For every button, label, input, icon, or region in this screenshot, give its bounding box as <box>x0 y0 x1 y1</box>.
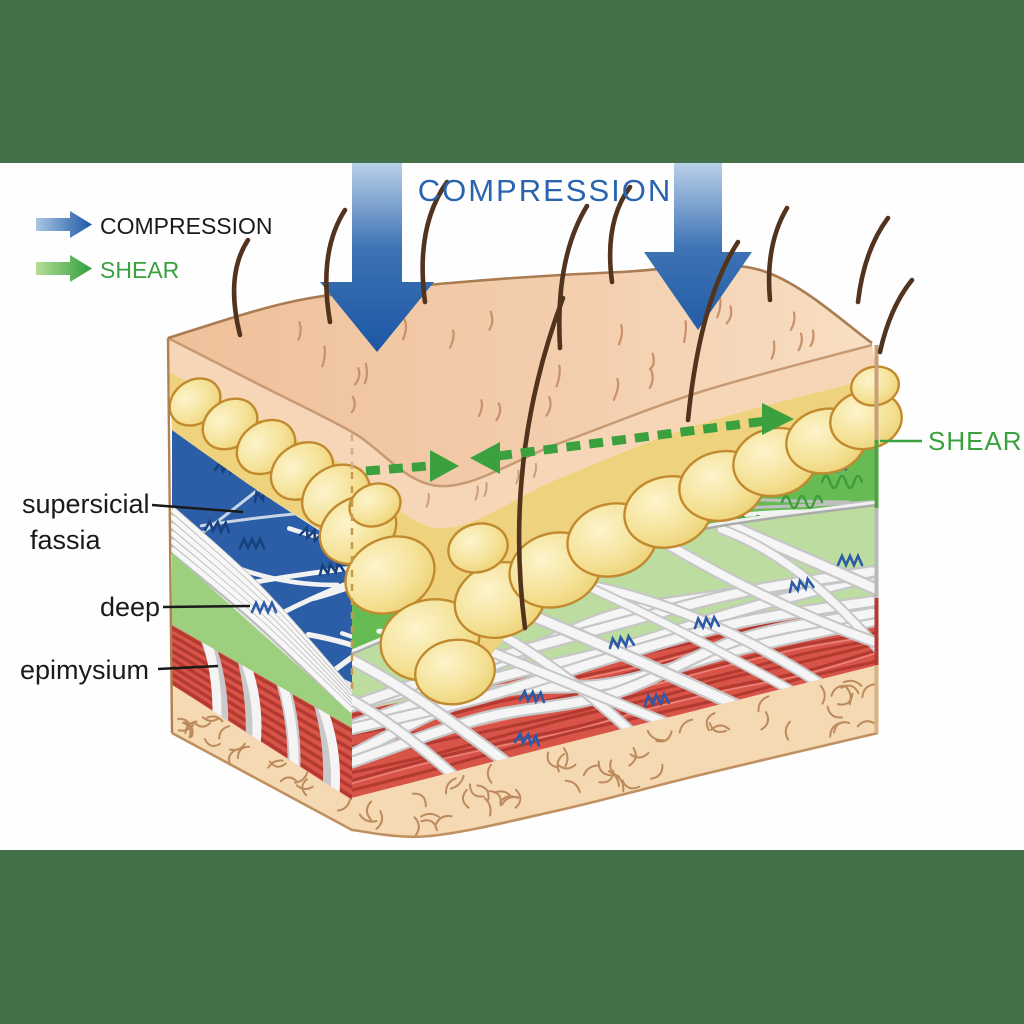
tissue-block <box>166 263 903 839</box>
shear-legend-arrow-icon <box>36 255 92 282</box>
shear-arrowhead-right <box>762 403 794 435</box>
legend-compression-label: COMPRESSION <box>100 213 273 239</box>
hair-strand <box>516 295 566 631</box>
shear-callout: SHEAR <box>880 426 1023 456</box>
layer-callouts: supersicial fassia deep epimysium <box>20 489 251 685</box>
deep-label: deep <box>100 592 160 622</box>
shear-arrows <box>365 403 794 482</box>
compression-legend-arrow-icon <box>36 211 92 238</box>
compression-arrows <box>320 163 752 352</box>
hair-strand <box>231 237 251 338</box>
epimysium-label: epimysium <box>20 655 149 685</box>
hair-strand <box>420 179 450 305</box>
shear-arrowhead-left <box>470 442 500 474</box>
diagram-title: COMPRESSION <box>418 173 673 208</box>
hair-strand <box>557 203 590 351</box>
compression-arrow-left <box>320 163 434 352</box>
superficial-fascia-label-line1: supersicial <box>22 489 150 519</box>
top-border-band <box>0 0 1024 163</box>
hair-strand <box>324 207 348 325</box>
superficial-fascia-pointer-line <box>151 503 244 514</box>
hair-strand <box>877 277 915 355</box>
bottom-border-band <box>0 850 1024 1024</box>
shear-dash-left <box>365 461 429 476</box>
shear-callout-label: SHEAR <box>928 426 1023 456</box>
hairs <box>231 179 915 631</box>
legend-shear-label: SHEAR <box>100 257 179 283</box>
compression-arrow-right <box>644 163 752 330</box>
epimysium-pointer-line <box>157 664 219 671</box>
hair-strand <box>607 184 633 285</box>
hair-strand <box>685 239 741 423</box>
superficial-fascia-label-line2: fassia <box>30 525 102 555</box>
hair-strand <box>855 215 891 305</box>
hair-strand <box>766 205 790 303</box>
shear-arrowhead-right-small <box>430 450 459 482</box>
deep-pointer-line <box>162 604 251 609</box>
legend: COMPRESSION SHEAR <box>36 211 273 283</box>
